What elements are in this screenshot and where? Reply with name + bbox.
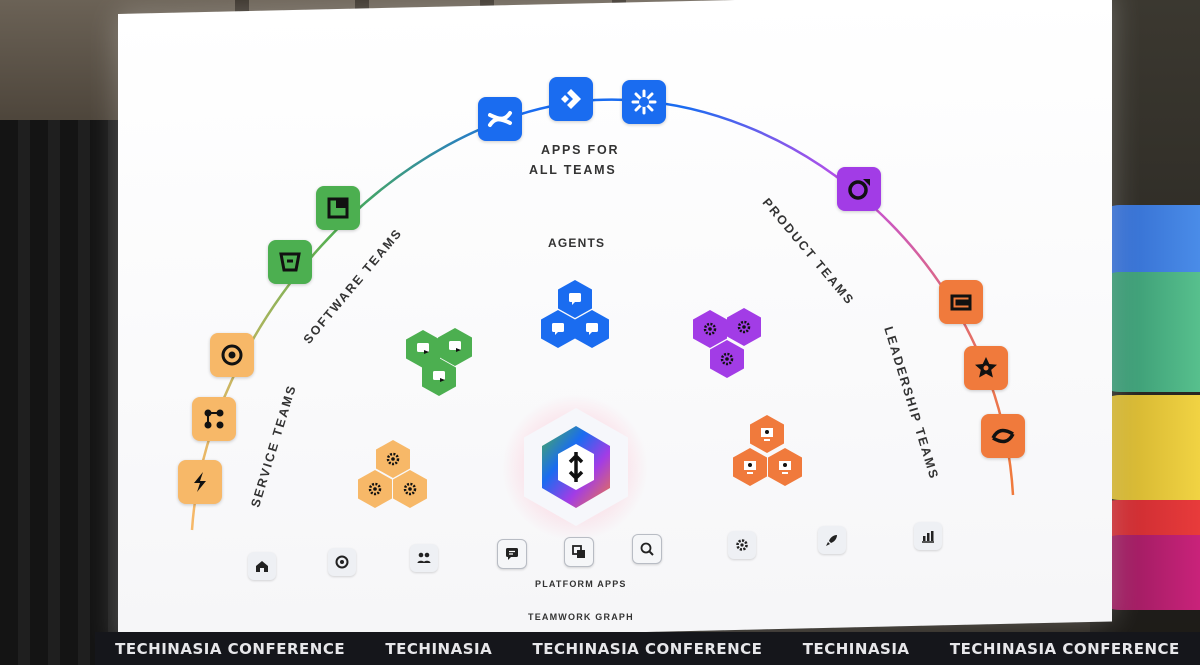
compass-icon[interactable]	[316, 186, 360, 230]
banner-item: TECHINASIA CONFERENCE	[115, 640, 345, 658]
apps-label-line2: ALL TEAMS	[529, 163, 617, 177]
copy-icon[interactable]	[564, 537, 594, 567]
confluence-icon[interactable]	[478, 97, 522, 141]
jira-icon[interactable]	[549, 77, 593, 121]
chat-icon[interactable]	[497, 539, 527, 569]
banner-item: TECHINASIA CONFERENCE	[950, 640, 1180, 658]
people-icon[interactable]	[410, 544, 438, 572]
bar-chart-icon[interactable]	[914, 522, 942, 550]
statuspage-icon[interactable]	[192, 397, 236, 441]
banner-item: TECHINASIA CONFERENCE	[533, 640, 763, 658]
target-icon[interactable]	[328, 548, 356, 576]
bitbucket-icon[interactable]	[268, 240, 312, 284]
conference-banner: TECHINASIA CONFERENCE TECHINASIA TECHINA…	[95, 632, 1200, 665]
banner-item: TECHINASIA	[385, 640, 492, 658]
apps-label-line1: APPS FOR	[541, 143, 619, 157]
opsgenie-icon[interactable]	[210, 333, 254, 377]
loom-icon[interactable]	[622, 80, 666, 124]
search-icon[interactable]	[632, 534, 662, 564]
banner-item: TECHINASIA	[803, 640, 910, 658]
gear-icon[interactable]	[728, 531, 756, 559]
focus-icon[interactable]	[837, 167, 881, 211]
agents-label: AGENTS	[548, 236, 605, 250]
teamwork-graph-label: TEAMWORK GRAPH	[528, 612, 634, 622]
home-icon[interactable]	[248, 552, 276, 580]
atlas-icon[interactable]	[981, 414, 1025, 458]
platform-apps-label: PLATFORM APPS	[535, 579, 627, 589]
jsm-icon[interactable]	[178, 460, 222, 504]
goals-icon[interactable]	[964, 346, 1008, 390]
align-icon[interactable]	[939, 280, 983, 324]
rocket-icon[interactable]	[818, 526, 846, 554]
